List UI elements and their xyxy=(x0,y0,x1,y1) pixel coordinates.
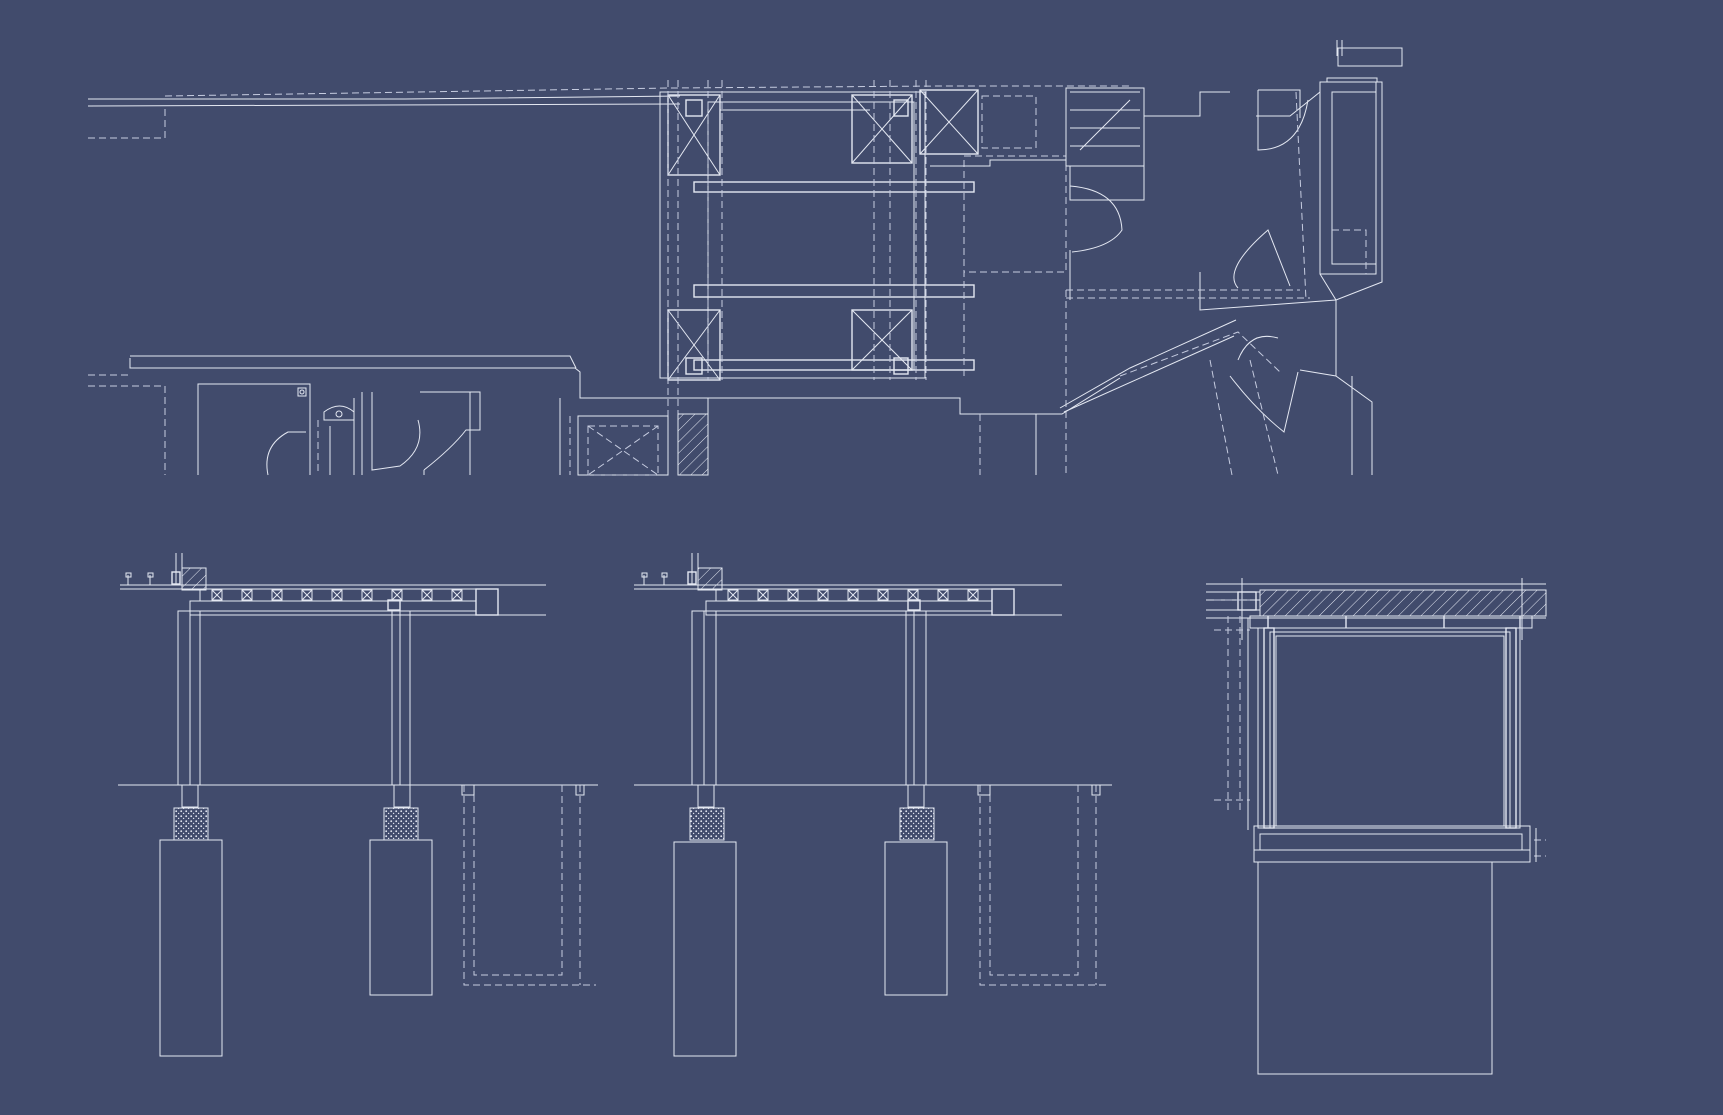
deck-joist xyxy=(787,589,799,601)
deck-joist-cross xyxy=(211,589,223,601)
section-a xyxy=(118,553,598,1057)
deck-joist xyxy=(817,589,829,601)
deck-joist xyxy=(937,589,949,601)
floor-plan xyxy=(87,40,1403,476)
deck-joist-cross xyxy=(241,589,253,601)
deck-joist-cross xyxy=(847,589,859,601)
deck-joist xyxy=(421,589,433,601)
deck-joist xyxy=(727,589,739,601)
deck-joist-cross xyxy=(391,589,403,601)
deck-joist-cross xyxy=(787,589,799,601)
deck-joist-cross xyxy=(757,589,769,601)
deck-joist xyxy=(757,589,769,601)
deck-joist-cross xyxy=(727,589,739,601)
deck-joist xyxy=(241,589,253,601)
deck-joist xyxy=(877,589,889,601)
deck-joist-cross xyxy=(451,589,463,601)
section-c xyxy=(1206,578,1547,1075)
section-b xyxy=(634,553,1112,1057)
deck-joist-cross xyxy=(361,589,373,601)
deck-joist-cross xyxy=(877,589,889,601)
deck-joist xyxy=(271,589,283,601)
deck-joist xyxy=(967,589,979,601)
deck-joist-cross xyxy=(907,589,919,601)
deck-joist-cross xyxy=(301,589,313,601)
deck-joist-cross xyxy=(271,589,283,601)
deck-joist-cross xyxy=(817,589,829,601)
deck-joist xyxy=(451,589,463,601)
deck-joist xyxy=(211,589,223,601)
deck-joist xyxy=(301,589,313,601)
deck-joist-cross xyxy=(967,589,979,601)
deck-joist xyxy=(331,589,343,601)
deck-joist-cross xyxy=(421,589,433,601)
deck-joist xyxy=(847,589,859,601)
deck-joist xyxy=(361,589,373,601)
deck-joist-cross xyxy=(937,589,949,601)
deck-joist-cross xyxy=(331,589,343,601)
